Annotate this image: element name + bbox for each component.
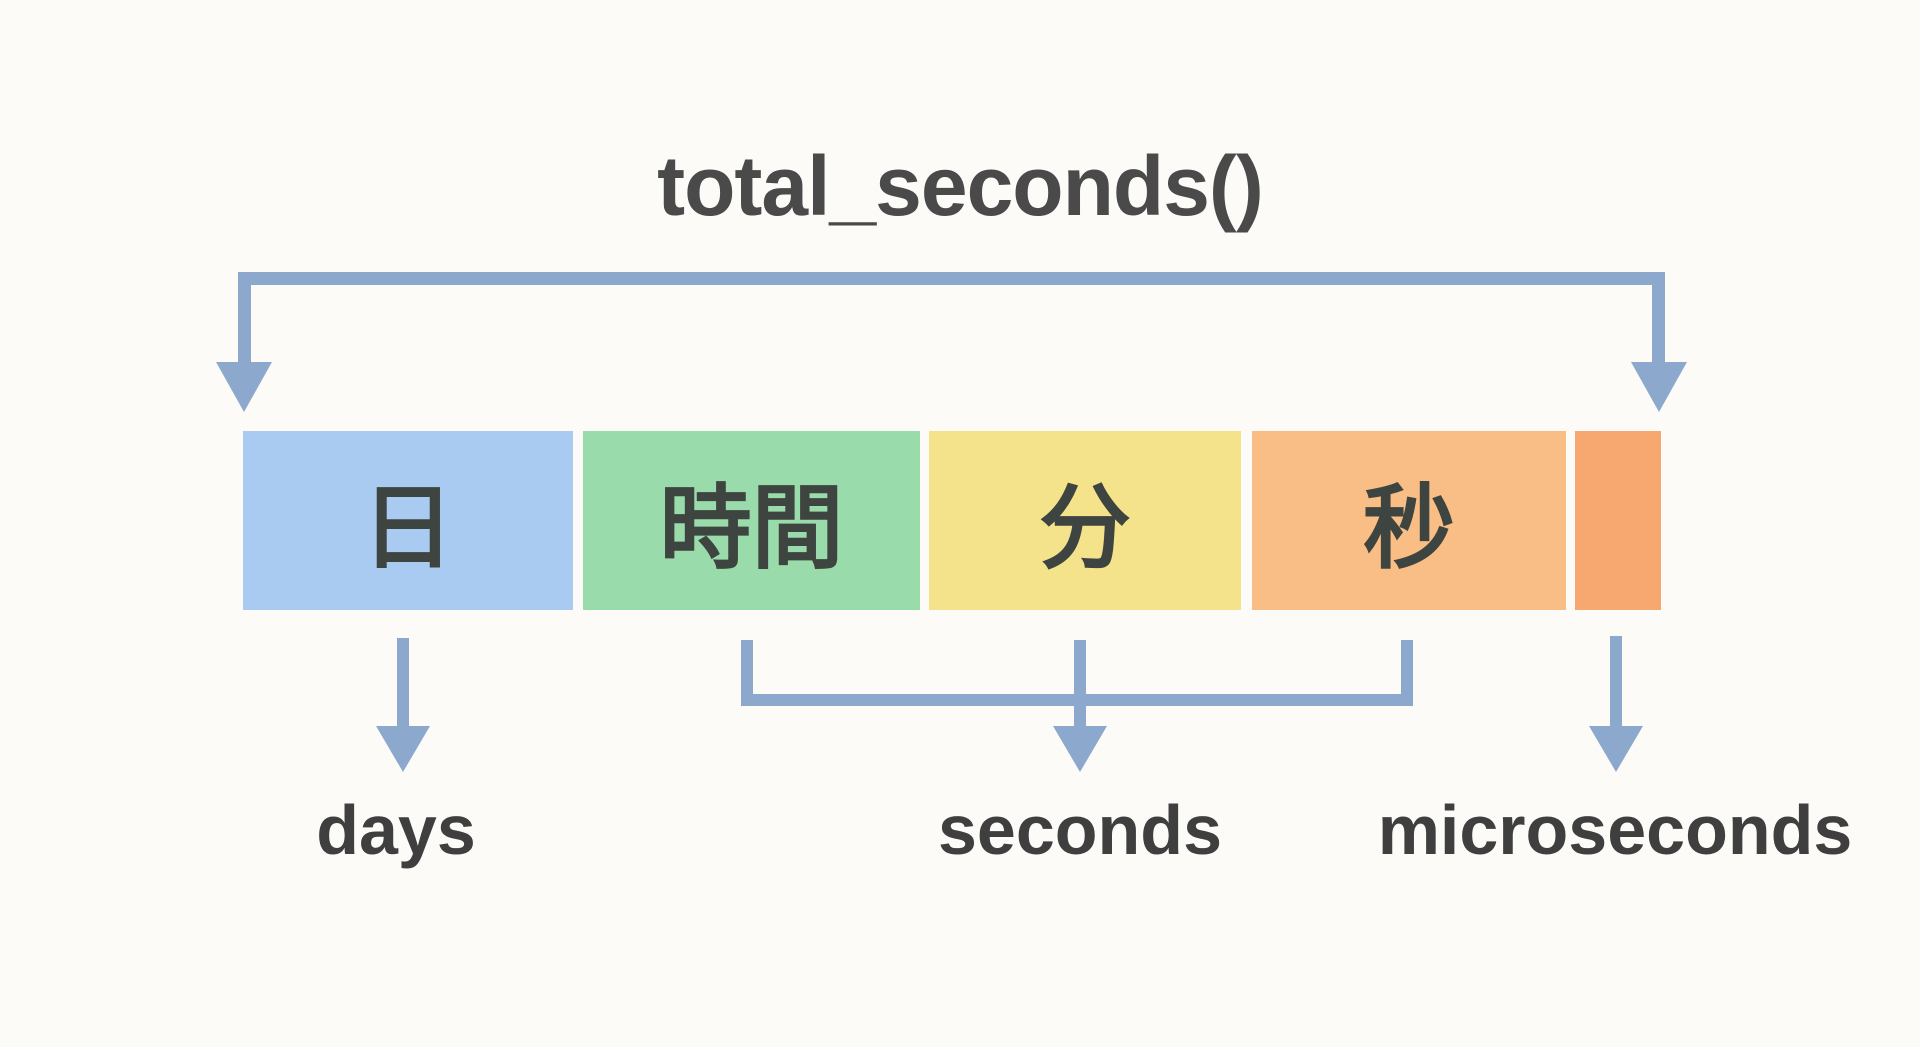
total-seconds-title: total_seconds()	[657, 139, 1264, 233]
arrow-down-icon	[1589, 726, 1643, 772]
days-arrow-stem	[397, 638, 409, 730]
microseconds-arrow-stem	[1610, 636, 1622, 730]
block-seconds: 秒	[1252, 431, 1566, 610]
arrow-down-icon	[376, 726, 430, 772]
seconds-bracket-right-stem	[1401, 640, 1413, 706]
block-minutes-label: 分	[1038, 478, 1131, 580]
total-seconds-bracket-right-stem	[1652, 272, 1665, 364]
seconds-label: seconds	[938, 791, 1222, 869]
total-seconds-bracket-bar	[238, 272, 1665, 285]
block-day-label: 日	[361, 478, 454, 580]
arrow-down-icon	[1053, 726, 1107, 772]
block-hours-label: 時間	[659, 478, 844, 580]
microseconds-label: microseconds	[1377, 791, 1853, 869]
seconds-bracket-left-stem	[741, 640, 753, 706]
days-label: days	[316, 791, 476, 869]
block-minutes: 分	[929, 431, 1241, 610]
seconds-arrow-stem	[1074, 640, 1086, 730]
block-day: 日	[243, 431, 573, 610]
arrow-down-icon	[1631, 362, 1687, 412]
total-seconds-bracket-left-stem	[238, 272, 251, 364]
block-seconds-label: 秒	[1362, 478, 1455, 580]
arrow-down-icon	[216, 362, 272, 412]
block-hours: 時間	[583, 431, 920, 610]
block-microseconds	[1575, 431, 1661, 610]
